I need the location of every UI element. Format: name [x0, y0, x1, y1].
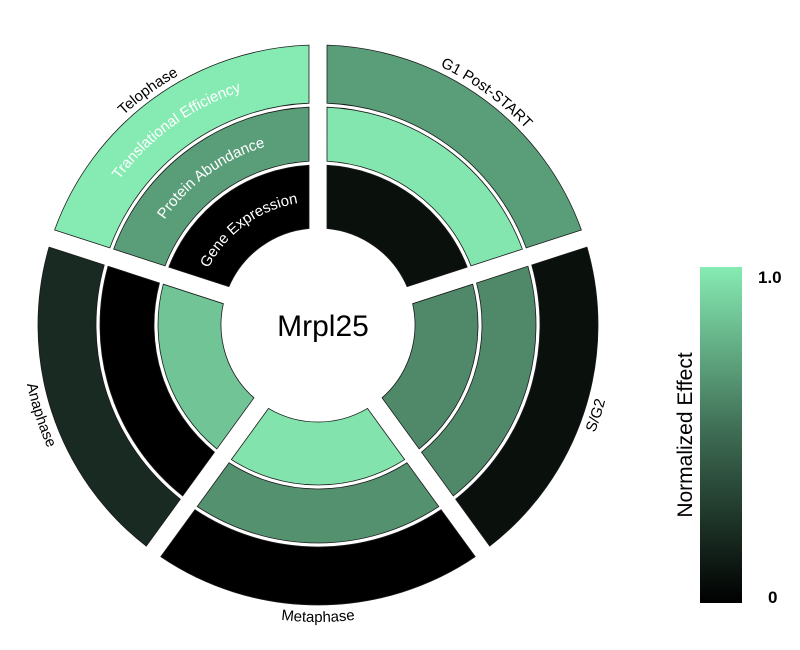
phase-label-metaphase: Metaphase: [281, 607, 356, 626]
segment-gene-expression-metaphase: [230, 407, 406, 486]
colorbar-max-label: 1.0: [758, 268, 782, 287]
phase-label-metaphase-path: Metaphase: [281, 607, 356, 626]
colorbar-min-label: 0: [768, 588, 777, 607]
segment-protein-abundance-metaphase: [196, 462, 440, 544]
segment-translational-efficiency-g1-post-start: [326, 44, 582, 249]
segment-protein-abundance-g1-post-start: [326, 106, 523, 267]
center-title: Mrpl25: [277, 310, 369, 343]
colorbar-gradient: [700, 267, 742, 603]
segments-group: [37, 44, 599, 606]
colorbar-title: Normalized Effect: [674, 352, 697, 518]
segment-gene-expression-telophase: [168, 164, 310, 288]
segment-translational-efficiency-anaphase: [37, 246, 181, 547]
segment-protein-abundance-anaphase: [99, 265, 216, 497]
segment-translational-efficiency-metaphase: [160, 509, 476, 606]
segment-protein-abundance-s-g2: [420, 265, 537, 497]
segment-translational-efficiency-telophase: [54, 44, 310, 249]
segment-translational-efficiency-s-g2: [455, 246, 599, 547]
segment-gene-expression-g1-post-start: [326, 164, 468, 288]
segment-protein-abundance-telophase: [113, 106, 310, 267]
segment-gene-expression-s-g2: [381, 283, 479, 450]
colorbar: 1.0 0 Normalized Effect: [674, 267, 782, 607]
segment-gene-expression-anaphase: [157, 283, 255, 450]
